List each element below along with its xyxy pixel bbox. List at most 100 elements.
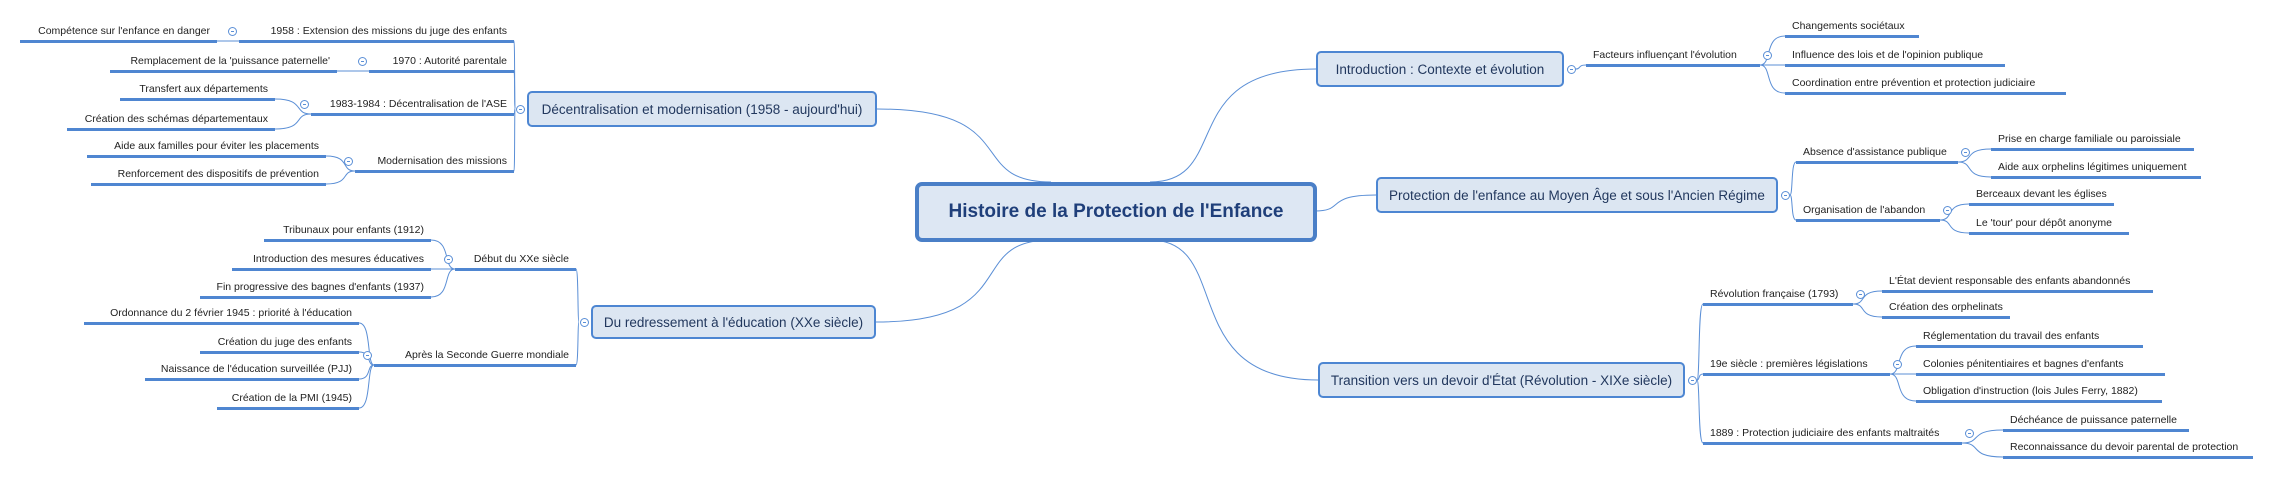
subtopic[interactable]: Révolution française (1793) xyxy=(1703,283,1853,306)
collapse-minus-icon[interactable] xyxy=(1762,50,1772,60)
subtopic[interactable]: 1983-1984 : Décentralisation de l'ASE xyxy=(311,93,514,116)
subtopic[interactable]: Organisation de l'abandon xyxy=(1796,199,1940,222)
connector xyxy=(1957,148,1992,163)
subtopic[interactable]: Début du XXe siècle xyxy=(455,248,576,271)
collapse-minus-icon[interactable] xyxy=(1964,428,1974,438)
subtopic[interactable]: 1889 : Protection judiciaire des enfants… xyxy=(1703,422,1962,445)
subtopic-label: Organisation de l'abandon xyxy=(1803,204,1926,216)
subtopic-label: Absence d'assistance publique xyxy=(1803,146,1947,158)
leaf-topic[interactable]: Déchéance de puissance paternelle xyxy=(2003,409,2189,432)
connector xyxy=(1852,303,1883,318)
leaf-topic-label: Obligation d'instruction (lois Jules Fer… xyxy=(1923,385,2138,397)
central-topic[interactable]: Histoire de la Protection de l'Enfance xyxy=(915,182,1317,242)
leaf-topic-label: Influence des lois et de l'opinion publi… xyxy=(1792,49,1984,61)
leaf-topic[interactable]: Création du juge des enfants xyxy=(200,331,359,354)
subtopic-label: Début du XXe siècle xyxy=(473,253,569,265)
collapse-minus-icon[interactable] xyxy=(1566,64,1576,74)
connector xyxy=(1759,35,1786,66)
main-topic[interactable]: Transition vers un devoir d'État (Révolu… xyxy=(1318,362,1685,398)
collapse-minus-icon[interactable] xyxy=(1942,205,1952,215)
collapse-minus-icon[interactable] xyxy=(343,156,353,166)
connector xyxy=(513,108,516,172)
leaf-topic-label: Compétence sur l'enfance en danger xyxy=(38,25,210,37)
leaf-topic[interactable]: Aide aux familles pour éviter les placem… xyxy=(87,135,326,158)
collapse-minus-icon[interactable] xyxy=(1687,375,1697,385)
connector xyxy=(575,268,580,323)
connector xyxy=(1889,373,1917,402)
leaf-topic-label: Prise en charge familiale ou paroissiale xyxy=(1998,133,2181,145)
leaf-topic[interactable]: Transfert aux départements xyxy=(120,78,275,101)
leaf-topic[interactable]: Aide aux orphelins légitimes uniquement xyxy=(1991,156,2201,179)
subtopic[interactable]: Après la Seconde Guerre mondiale xyxy=(374,344,576,367)
leaf-topic-label: Création du juge des enfants xyxy=(217,336,352,348)
leaf-topic[interactable]: Réglementation du travail des enfants xyxy=(1916,325,2143,348)
leaf-topic[interactable]: Reconnaissance du devoir parental de pro… xyxy=(2003,436,2253,459)
leaf-topic[interactable]: Création de la PMI (1945) xyxy=(217,387,359,410)
connector xyxy=(1696,303,1704,381)
subtopic[interactable]: Modernisation des missions xyxy=(355,150,514,173)
connector xyxy=(1789,194,1797,221)
connector xyxy=(430,268,456,298)
main-topic[interactable]: Du redressement à l'éducation (XXe siècl… xyxy=(591,305,876,339)
collapse-minus-icon[interactable] xyxy=(299,99,309,109)
connector xyxy=(1759,64,1786,94)
leaf-topic[interactable]: Prise en charge familiale ou paroissiale xyxy=(1991,128,2194,151)
connector xyxy=(1957,161,1992,178)
subtopic[interactable]: Absence d'assistance publique xyxy=(1796,141,1958,164)
main-topic-label: Du redressement à l'éducation (XXe siècl… xyxy=(603,314,864,330)
leaf-topic[interactable]: Obligation d'instruction (lois Jules Fer… xyxy=(1916,380,2162,403)
collapse-minus-icon[interactable] xyxy=(362,350,372,360)
leaf-topic[interactable]: Introduction des mesures éducatives xyxy=(232,248,431,271)
connector xyxy=(875,239,1052,323)
leaf-topic[interactable]: Colonies pénitentiaires et bagnes d'enfa… xyxy=(1916,353,2165,376)
connector xyxy=(1314,194,1377,212)
subtopic[interactable]: 19e siècle : premières législations xyxy=(1703,353,1890,376)
leaf-topic-label: Naissance de l'éducation surveillée (PJJ… xyxy=(160,363,352,375)
leaf-topic[interactable]: Coordination entre prévention et protect… xyxy=(1785,72,2066,95)
collapse-minus-icon[interactable] xyxy=(1855,289,1865,299)
connector xyxy=(430,239,456,270)
collapse-minus-icon[interactable] xyxy=(1780,190,1790,200)
leaf-topic[interactable]: Naissance de l'éducation surveillée (PJJ… xyxy=(145,358,359,381)
main-topic-label: Décentralisation et modernisation (1958 … xyxy=(541,101,863,117)
main-topic[interactable]: Décentralisation et modernisation (1958 … xyxy=(527,91,877,127)
subtopic[interactable]: 1958 : Extension des missions du juge de… xyxy=(239,20,514,43)
connector xyxy=(1149,68,1317,183)
collapse-minus-icon[interactable] xyxy=(357,56,367,66)
subtopic-label: 1889 : Protection judiciaire des enfants… xyxy=(1710,427,1940,439)
leaf-topic[interactable]: Le 'tour' pour dépôt anonyme xyxy=(1969,212,2129,235)
collapse-minus-icon[interactable] xyxy=(227,26,237,36)
leaf-topic-label: Création des schémas départementaux xyxy=(84,113,268,125)
leaf-topic[interactable]: Influence des lois et de l'opinion publi… xyxy=(1785,44,2005,67)
connector xyxy=(513,70,516,110)
collapse-minus-icon[interactable] xyxy=(515,104,525,114)
subtopic[interactable]: 1970 : Autorité parentale xyxy=(369,50,514,73)
leaf-topic-label: Le 'tour' pour dépôt anonyme xyxy=(1976,217,2112,229)
collapse-minus-icon[interactable] xyxy=(1960,147,1970,157)
leaf-topic-label: Introduction des mesures éducatives xyxy=(252,253,424,265)
leaf-topic-label: Coordination entre prévention et protect… xyxy=(1792,77,2036,89)
leaf-topic-label: L'État devient responsable des enfants a… xyxy=(1889,275,2131,287)
subtopic-label: 19e siècle : premières législations xyxy=(1710,358,1868,370)
collapse-minus-icon[interactable] xyxy=(443,254,453,264)
leaf-topic[interactable]: Ordonnance du 2 février 1945 : priorité … xyxy=(84,302,359,325)
leaf-topic-label: Berceaux devant les églises xyxy=(1976,188,2107,200)
leaf-topic[interactable]: Création des orphelinats xyxy=(1882,296,2010,319)
leaf-topic[interactable]: Fin progressive des bagnes d'enfants (19… xyxy=(200,276,431,299)
subtopic-label: 1983-1984 : Décentralisation de l'ASE xyxy=(329,98,507,110)
subtopic[interactable]: Facteurs influençant l'évolution xyxy=(1586,44,1760,67)
leaf-topic[interactable]: Tribunaux pour enfants (1912) xyxy=(264,219,431,242)
leaf-topic[interactable]: Changements sociétaux xyxy=(1785,15,1919,38)
leaf-topic[interactable]: L'État devient responsable des enfants a… xyxy=(1882,270,2153,293)
main-topic[interactable]: Introduction : Contexte et évolution xyxy=(1316,51,1564,87)
main-topic[interactable]: Protection de l'enfance au Moyen Âge et … xyxy=(1376,177,1778,213)
collapse-minus-icon[interactable] xyxy=(1892,359,1902,369)
leaf-topic[interactable]: Renforcement des dispositifs de préventi… xyxy=(91,163,326,186)
collapse-minus-icon[interactable] xyxy=(579,317,589,327)
leaf-topic[interactable]: Création des schémas départementaux xyxy=(67,108,275,131)
leaf-topic[interactable]: Remplacement de la 'puissance paternelle… xyxy=(110,50,337,73)
leaf-topic[interactable]: Compétence sur l'enfance en danger xyxy=(20,20,217,43)
leaf-topic-label: Ordonnance du 2 février 1945 : priorité … xyxy=(110,307,352,319)
leaf-topic[interactable]: Berceaux devant les églises xyxy=(1969,183,2114,206)
